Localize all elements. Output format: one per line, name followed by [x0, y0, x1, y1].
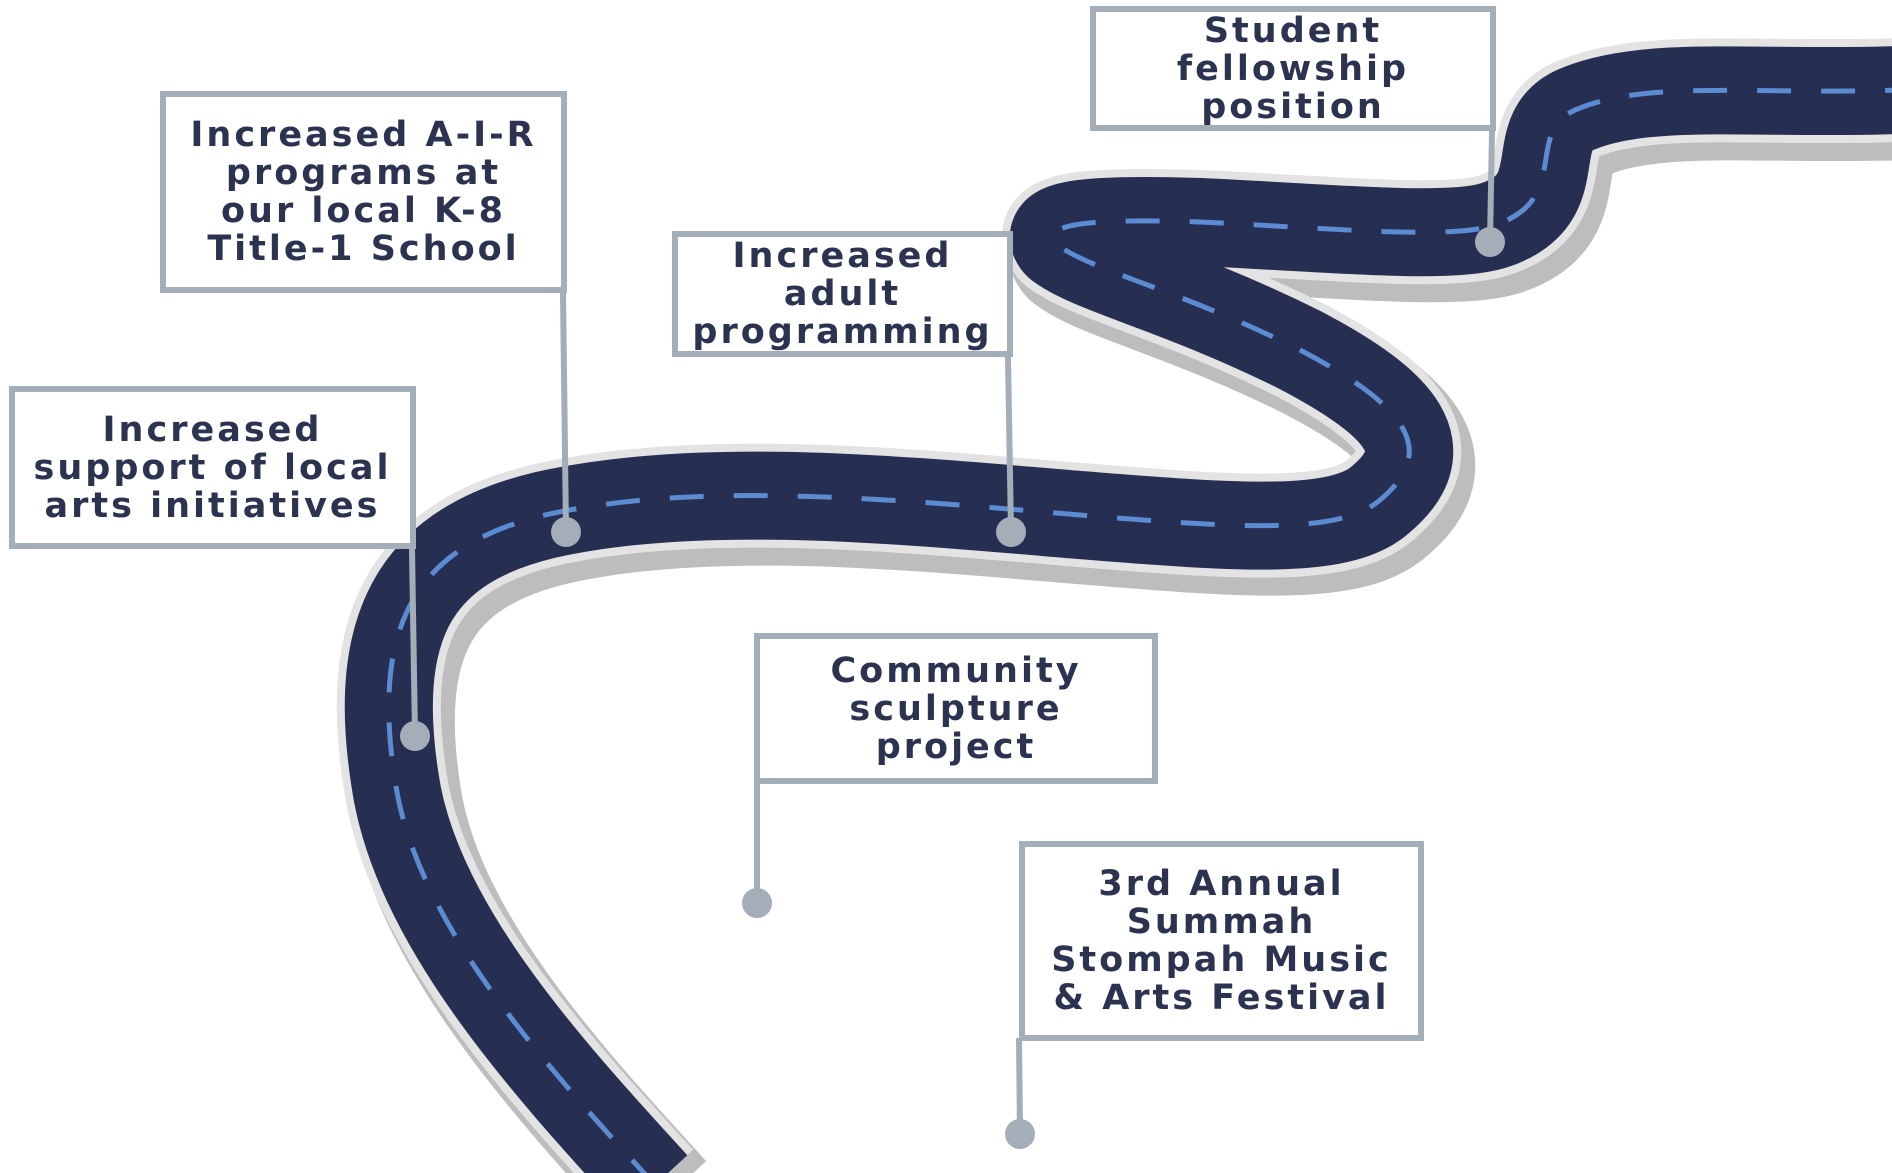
connector-line-festival	[1016, 1037, 1023, 1135]
milestone-text: Community sculpture project	[830, 650, 1082, 767]
milestone-pin-sculpture	[742, 888, 772, 918]
milestone-pin-adult-programming	[996, 517, 1026, 547]
milestone-text: Increased support of local arts initiati…	[33, 409, 392, 526]
milestone-label-adult-programming: Increased adult programming	[672, 231, 1013, 357]
connector-line-fellowship	[1487, 130, 1495, 243]
milestone-text: Increased A-I-R programs at our local K-…	[190, 115, 537, 269]
connector-line-arts-support	[409, 548, 418, 737]
milestone-text: Student fellowship position	[1176, 10, 1410, 127]
milestone-pin-air-programs	[551, 517, 581, 547]
milestone-label-festival: 3rd Annual Summah Stompah Music & Arts F…	[1019, 841, 1424, 1041]
milestone-pin-arts-support	[400, 721, 430, 751]
lane-markings	[386, 87, 1892, 1173]
connector-line-air-programs	[560, 292, 569, 533]
milestone-label-sculpture: Community sculpture project	[754, 633, 1158, 784]
milestone-pin-fellowship	[1475, 227, 1505, 257]
milestone-text: Increased adult programming	[692, 236, 993, 352]
milestone-label-arts-support: Increased support of local arts initiati…	[9, 386, 416, 549]
milestone-pin-festival	[1005, 1119, 1035, 1149]
milestone-label-air-programs: Increased A-I-R programs at our local K-…	[160, 91, 567, 293]
milestone-connectors	[400, 130, 1505, 1149]
connector-line-adult-programming	[1005, 356, 1014, 533]
milestone-label-fellowship: Student fellowship position	[1090, 6, 1496, 131]
milestone-text: 3rd Annual Summah Stompah Music & Arts F…	[1051, 864, 1392, 1018]
